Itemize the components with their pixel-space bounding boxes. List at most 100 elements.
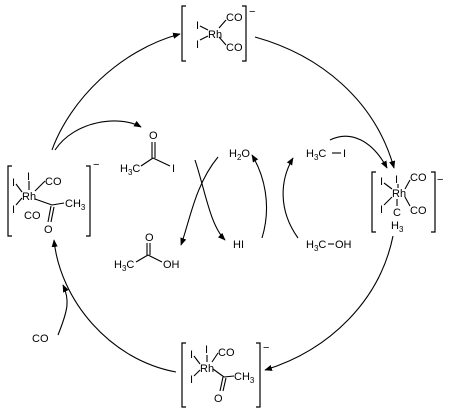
bond bbox=[15, 183, 23, 193]
acyl-oxygen: O bbox=[214, 393, 223, 405]
left-bracket bbox=[371, 171, 376, 233]
methyl-iodide: H3C I bbox=[306, 148, 346, 162]
iodide-ligand: I bbox=[205, 344, 208, 356]
bond bbox=[218, 19, 227, 29]
rhodium-center: Rh bbox=[22, 191, 36, 203]
bond bbox=[211, 352, 219, 363]
iodide-ligand: I bbox=[196, 20, 199, 32]
acetyl-iodide: O I H3C bbox=[120, 130, 175, 177]
right-bracket bbox=[86, 165, 91, 237]
bond bbox=[15, 197, 23, 206]
complex-top-rh-diiodo-dicarbonyl: − I I Rh CO CO bbox=[181, 5, 255, 62]
bond bbox=[383, 182, 393, 190]
bond bbox=[199, 25, 209, 31]
carbon-monoxide: CO bbox=[32, 333, 49, 345]
iodide-ligand: I bbox=[12, 204, 15, 216]
iodide-ligand: I bbox=[190, 374, 193, 386]
hydroxyl-group: OH bbox=[163, 259, 180, 271]
anion-charge: − bbox=[263, 342, 269, 354]
methyl-group: H3C bbox=[120, 163, 140, 177]
carbonyl-ligand: CO bbox=[45, 176, 62, 188]
bond bbox=[383, 196, 393, 206]
arrow-release-acetyl-iodide bbox=[54, 120, 142, 151]
double-bond bbox=[222, 377, 227, 392]
carbonyl-oxygen: O bbox=[145, 232, 154, 244]
carbonyl-ligand: CO bbox=[410, 172, 427, 184]
anion-charge: − bbox=[93, 159, 99, 171]
acyl-methyl: CH3 bbox=[65, 198, 86, 212]
bond bbox=[135, 254, 149, 263]
arrow-hydrogen-iodide-to-water bbox=[251, 154, 268, 239]
complex-left-rh-acetyl-dicarbonyl: − I I I Rh CO CO CH3 O bbox=[7, 159, 99, 237]
methanol: H3C OH bbox=[306, 239, 352, 253]
double-bond bbox=[219, 376, 224, 392]
rhodium-center: Rh bbox=[208, 29, 222, 41]
bond bbox=[34, 198, 53, 206]
right-bracket bbox=[431, 171, 436, 233]
iodine-atom: I bbox=[172, 163, 175, 175]
rhodium-center: Rh bbox=[200, 363, 214, 375]
bond bbox=[404, 179, 411, 190]
carbonyl-ligand: CO bbox=[218, 347, 235, 359]
bond bbox=[218, 36, 227, 46]
arrow-add-methyl-iodide bbox=[329, 135, 388, 169]
double-bond bbox=[47, 205, 52, 223]
anion-charge: − bbox=[437, 174, 443, 186]
iodide-ligand: I bbox=[27, 171, 30, 183]
iodide-ligand: I bbox=[12, 177, 15, 189]
bond bbox=[199, 35, 209, 41]
carbonyl-ligand: CO bbox=[226, 42, 243, 54]
left-bracket bbox=[181, 5, 186, 62]
iodide-ligand: I bbox=[196, 39, 199, 51]
iodide-ligand: I bbox=[380, 176, 383, 188]
carbonyl-ligand: CO bbox=[410, 205, 427, 217]
acetic-acid: O OH H3C bbox=[114, 232, 180, 273]
right-bracket bbox=[242, 5, 247, 62]
methyl-group: H3C bbox=[306, 239, 326, 253]
hydroxyl-group: OH bbox=[335, 239, 352, 251]
water: H2O bbox=[229, 148, 250, 162]
methyl-carbon: C bbox=[393, 207, 401, 219]
arrow-methanol-to-methyl-iodide bbox=[282, 157, 299, 239]
arrow-water-to-hydrogen-iodide bbox=[194, 159, 226, 241]
bond bbox=[51, 202, 65, 206]
iodide-ligand: I bbox=[190, 349, 193, 361]
iodide-ligand: I bbox=[395, 174, 398, 186]
arrow-right-to-bottom bbox=[264, 235, 394, 371]
arrow-bottom-to-left bbox=[51, 239, 177, 373]
carbonyl-ligand: CO bbox=[24, 210, 41, 222]
carbonyl-oxygen: O bbox=[149, 130, 158, 142]
rhodium-center: Rh bbox=[392, 188, 406, 200]
methyl-group: H3C bbox=[114, 259, 134, 273]
bond bbox=[223, 375, 235, 378]
bond bbox=[193, 355, 201, 365]
anion-charge: − bbox=[249, 6, 255, 18]
left-bracket bbox=[181, 342, 186, 408]
double-bond bbox=[50, 206, 55, 223]
arrow-acetyl-iodide-to-acetic-acid bbox=[180, 156, 219, 246]
iodine-atom: I bbox=[343, 148, 346, 160]
bond bbox=[152, 157, 171, 167]
bond bbox=[212, 368, 225, 378]
hydrogen-iodide: HI bbox=[233, 239, 244, 251]
right-bracket bbox=[256, 342, 261, 408]
bond bbox=[140, 157, 154, 167]
bond bbox=[147, 254, 163, 263]
complex-bottom-rh-acetyl: − I I I Rh CO CH3 O bbox=[181, 342, 269, 408]
iodide-ligand: I bbox=[380, 204, 383, 216]
bond bbox=[34, 180, 46, 192]
arrow-left-to-top bbox=[51, 32, 181, 151]
acyl-methyl: CH3 bbox=[234, 371, 255, 385]
left-bracket bbox=[7, 165, 12, 237]
bond bbox=[193, 369, 201, 377]
arrow-add-carbon-monoxide bbox=[57, 284, 69, 336]
arrow-top-to-right bbox=[254, 36, 396, 169]
carbonyl-ligand: CO bbox=[226, 12, 243, 24]
methyl-group: H3C bbox=[306, 148, 326, 162]
acyl-oxygen: O bbox=[44, 224, 53, 236]
complex-right-rh-methyl: − I I I Rh CO CO C H3 bbox=[371, 171, 443, 234]
methyl-hydrogen: H3 bbox=[391, 220, 404, 234]
bond bbox=[404, 196, 411, 207]
